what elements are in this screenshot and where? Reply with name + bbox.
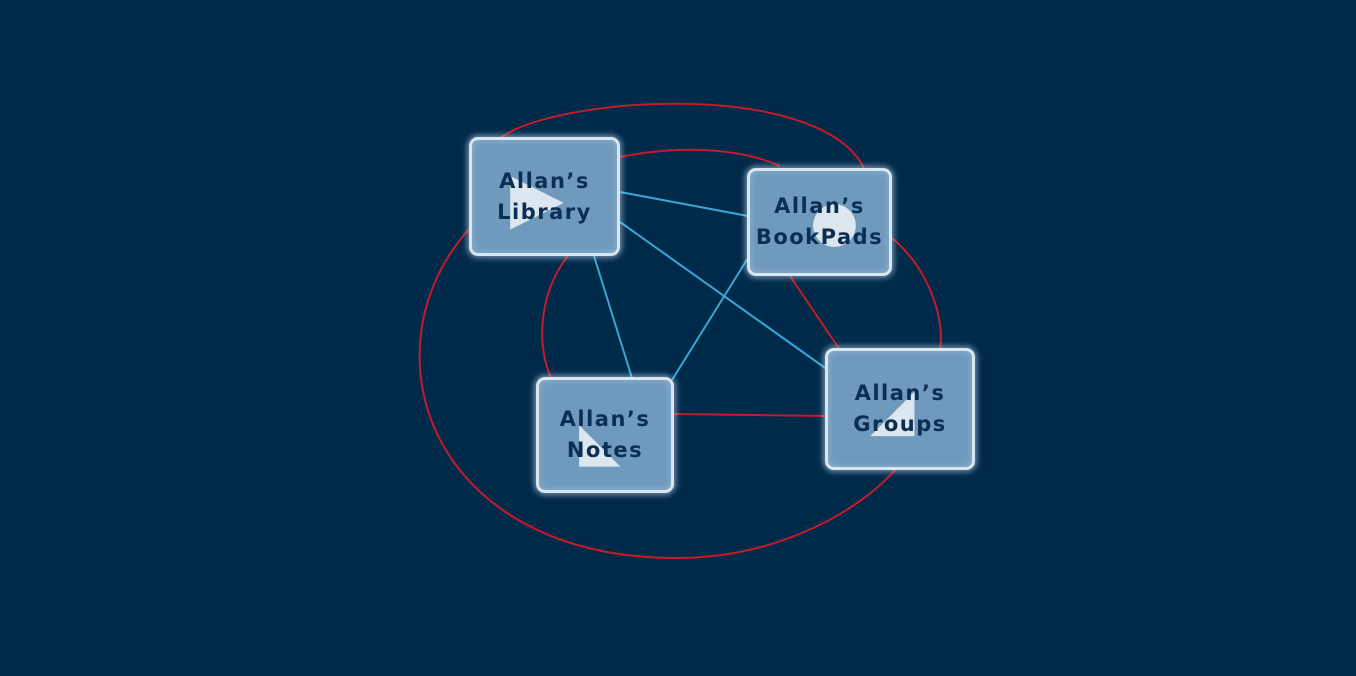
node-bookpads[interactable]: ● Allan’s BookPads [747, 168, 892, 276]
node-bookpads-label: Allan’s BookPads [755, 194, 884, 249]
red-link-bookpads-groups-inner [789, 275, 841, 351]
blue-link-bookpads-notes [671, 257, 749, 381]
blue-link-library-notes [593, 255, 633, 379]
red-link-library-groups-loop [418, 227, 896, 560]
red-link-library-bookpads-outer [499, 102, 865, 169]
red-link-notes-groups [673, 413, 827, 417]
node-notes[interactable]: ◣ Allan’s Notes [536, 377, 674, 493]
node-library[interactable]: ▶ Allan’s Library [469, 137, 620, 256]
node-groups[interactable]: ◢ Allan’s Groups [825, 348, 975, 470]
red-link-library-notes [541, 255, 569, 381]
red-link-bookpads-groups-outer [891, 237, 942, 351]
blue-link-library-bookpads [619, 191, 749, 217]
red-link-library-bookpads-inner [619, 148, 781, 167]
node-library-label: Allan’s Library [497, 168, 592, 224]
node-notes-label: Allan’s Notes [559, 407, 651, 462]
node-groups-label: Allan’s Groups [853, 381, 947, 436]
